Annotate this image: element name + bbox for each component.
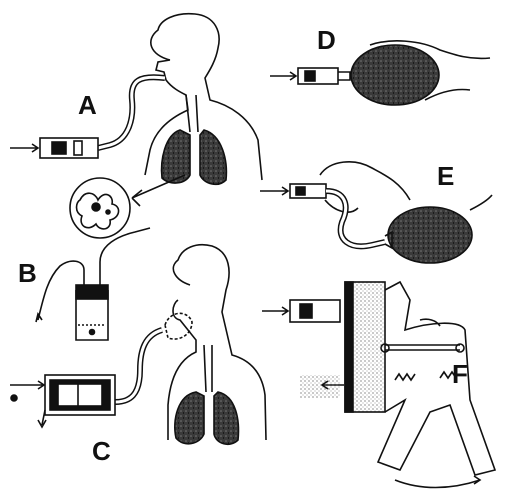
panel-label-d: D bbox=[317, 27, 336, 53]
panel-c bbox=[10, 245, 266, 444]
inlet-arrow-c bbox=[10, 381, 44, 389]
mask-c bbox=[165, 313, 192, 339]
panel-d bbox=[270, 41, 490, 105]
inlet-arrow-f bbox=[262, 307, 288, 315]
lung-right-c bbox=[214, 392, 238, 444]
tube-e bbox=[326, 191, 385, 246]
panel-a bbox=[10, 14, 262, 238]
lever-f bbox=[385, 345, 460, 350]
inlet-arrow-e bbox=[260, 187, 288, 195]
panel-label-c: C bbox=[92, 438, 111, 464]
hand-e bbox=[320, 162, 410, 212]
panel-label-a: A bbox=[78, 92, 97, 118]
airway-c bbox=[204, 345, 212, 392]
squeeze-bulb-e bbox=[388, 207, 472, 263]
panel-label-f: F bbox=[452, 361, 468, 387]
lung-left-a bbox=[162, 130, 190, 183]
lung-left-c bbox=[175, 392, 204, 444]
sampler-cassette-f bbox=[290, 300, 340, 322]
airway-a bbox=[186, 95, 198, 132]
squeeze-arrow-f bbox=[395, 476, 480, 488]
hand-e-back bbox=[470, 195, 492, 210]
sampler-cassette-a bbox=[40, 138, 98, 158]
squeeze-bulb-d bbox=[351, 45, 439, 105]
spring-f bbox=[395, 372, 456, 380]
tube-c bbox=[115, 330, 162, 402]
outlet-arrow-c bbox=[38, 410, 46, 427]
lung-right-a bbox=[200, 130, 226, 184]
exhaust-dots-f bbox=[300, 375, 340, 398]
panel-b bbox=[36, 228, 150, 340]
panel-label-e: E bbox=[437, 163, 454, 189]
inlet-arrow-a bbox=[10, 144, 38, 152]
panel-label-b: B bbox=[18, 260, 37, 286]
inlet-arrow-d bbox=[270, 72, 296, 80]
sampler-cassette-d bbox=[298, 68, 338, 84]
panel-e bbox=[260, 162, 492, 263]
